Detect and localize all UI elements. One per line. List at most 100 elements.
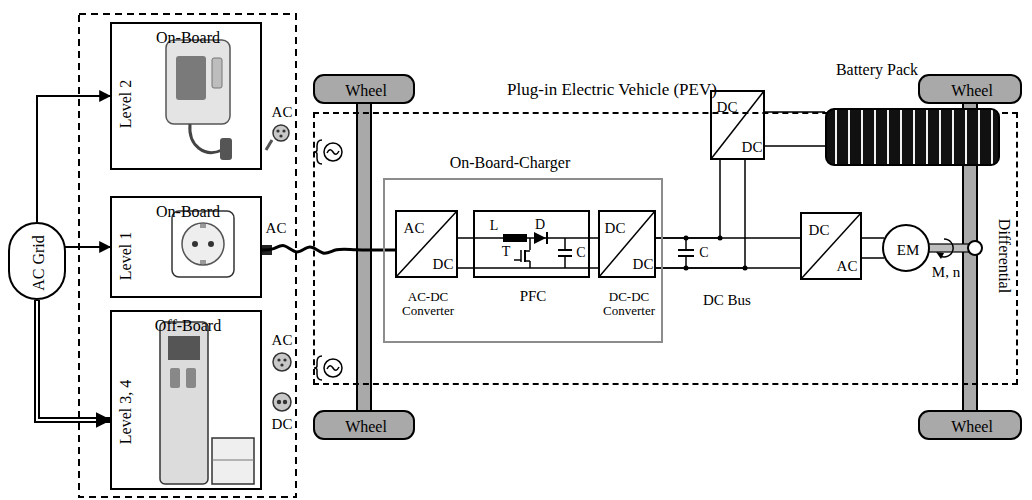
inlet-bracket — [314, 140, 322, 164]
inductor-symbol — [503, 234, 527, 242]
charging-station-screen — [168, 336, 200, 360]
charger-frame: On-Board-ChargerACDCAC-DC ConverterPFCDC… — [383, 178, 663, 343]
capacitor-plate — [678, 249, 694, 251]
wire — [765, 112, 825, 146]
node-label: DC — [742, 139, 763, 156]
pfc-wire — [474, 237, 589, 239]
capacitor-plate — [558, 249, 572, 251]
node-label: Off-Board — [155, 317, 221, 335]
node-label: Wheel — [345, 418, 387, 436]
socket-recess — [182, 223, 224, 265]
node-label: DC — [633, 256, 654, 273]
node-label: DC — [809, 222, 830, 239]
plug-pin — [280, 363, 283, 366]
converter-box: DCDCDC-DC Converter — [598, 210, 656, 278]
transistor-source — [529, 261, 531, 268]
charging-station-holster — [186, 368, 196, 388]
capacitor-lead — [564, 256, 566, 268]
dc-plug-symbol — [273, 393, 291, 411]
inlet-symbol — [324, 359, 342, 377]
socket-hole — [208, 241, 214, 247]
converter-diagonal — [711, 91, 764, 159]
socket-earth-clip — [200, 224, 206, 228]
node-label: EM — [897, 242, 920, 259]
transistor-gate-lead — [514, 259, 521, 261]
transistor-channel — [524, 250, 526, 262]
socket-earth-clip — [200, 260, 206, 264]
cabinet-seam — [212, 460, 254, 461]
component-label: D — [535, 217, 545, 232]
plug-pin — [277, 400, 281, 404]
node-label: Wheel — [345, 82, 387, 100]
wallbox-cable — [190, 124, 222, 152]
diode-bar — [546, 232, 548, 244]
node-label: DC — [433, 256, 454, 273]
inverter-box: DC AC — [800, 212, 862, 280]
charger-box: On-BoardLevel 1 — [110, 196, 262, 298]
plug-pin — [283, 358, 286, 361]
battery-pack: Battery Pack — [825, 108, 1000, 166]
plug-cable — [266, 140, 272, 150]
part-label: AC — [266, 220, 287, 237]
wire — [262, 246, 395, 254]
pfc-box: PFC — [473, 210, 590, 278]
part-label: DC — [272, 416, 293, 433]
axle-fill — [358, 102, 370, 412]
part-label: DC Bus — [703, 292, 751, 309]
wallbox-panel — [176, 56, 206, 100]
wire — [656, 160, 745, 268]
node-label: PFC — [520, 288, 547, 305]
vertical-label: Level 2 — [117, 80, 135, 128]
converter-diagonal — [396, 211, 457, 277]
part-label: Differential — [995, 219, 1013, 293]
capacitor-lead — [564, 238, 566, 250]
component-label: L — [490, 218, 499, 233]
node-label: Battery Pack — [836, 61, 918, 79]
arrow — [37, 96, 110, 222]
converter-diagonal — [599, 211, 655, 277]
wallbox-body — [166, 40, 230, 124]
arrow — [37, 300, 110, 420]
node-label: Plug-in Electric Vehicle (PEV) — [507, 81, 717, 100]
plug-pin — [276, 129, 279, 132]
inlet-wave — [327, 366, 339, 371]
plug-pin — [283, 400, 287, 404]
vehicle-frame: Plug-in Electric Vehicle (PEV)Battery Pa… — [313, 112, 1018, 385]
vertical-label: AC Grid — [30, 235, 48, 291]
vertical-label: Level 3, 4 — [117, 380, 135, 444]
wallbox-plug — [220, 138, 232, 160]
wire — [458, 238, 473, 268]
component-label: C — [576, 245, 585, 260]
arrow-inner — [37, 301, 96, 420]
node-label: On-Board — [156, 203, 220, 221]
wire — [656, 238, 800, 268]
rotation-arrow-head — [936, 252, 944, 259]
wire — [590, 238, 598, 268]
node-label: DC-DC Converter — [597, 290, 661, 319]
node-label: AC — [837, 258, 858, 275]
node-label: AC-DC Converter — [396, 290, 460, 319]
charging-station-cabinet — [212, 438, 254, 484]
ac-plug-symbol — [273, 353, 291, 371]
node-label: AC — [404, 220, 425, 237]
charger-box: Off-BoardLevel 3, 4 — [110, 310, 262, 490]
plug-pin — [279, 134, 282, 137]
transistor-drain — [529, 238, 531, 250]
converter-diagonal — [801, 213, 861, 279]
node-label: Wheel — [951, 418, 993, 436]
part-label: AC — [272, 104, 293, 121]
plug-pin — [277, 358, 280, 361]
ac-plug-symbol — [273, 125, 289, 141]
part-label: AC — [272, 332, 293, 349]
charging-station-pillar — [160, 322, 208, 484]
differential-symbol — [968, 241, 982, 255]
transistor-lead — [525, 250, 530, 252]
component-label: C — [699, 245, 708, 260]
wallbox-holster — [212, 58, 222, 88]
inlet-bracket — [314, 356, 322, 380]
pfc-wire — [474, 267, 589, 269]
node-label: On-Board — [156, 29, 220, 47]
charger-group-frame — [79, 14, 296, 497]
inlet-symbol — [324, 143, 342, 161]
node-label: DC — [717, 99, 738, 116]
